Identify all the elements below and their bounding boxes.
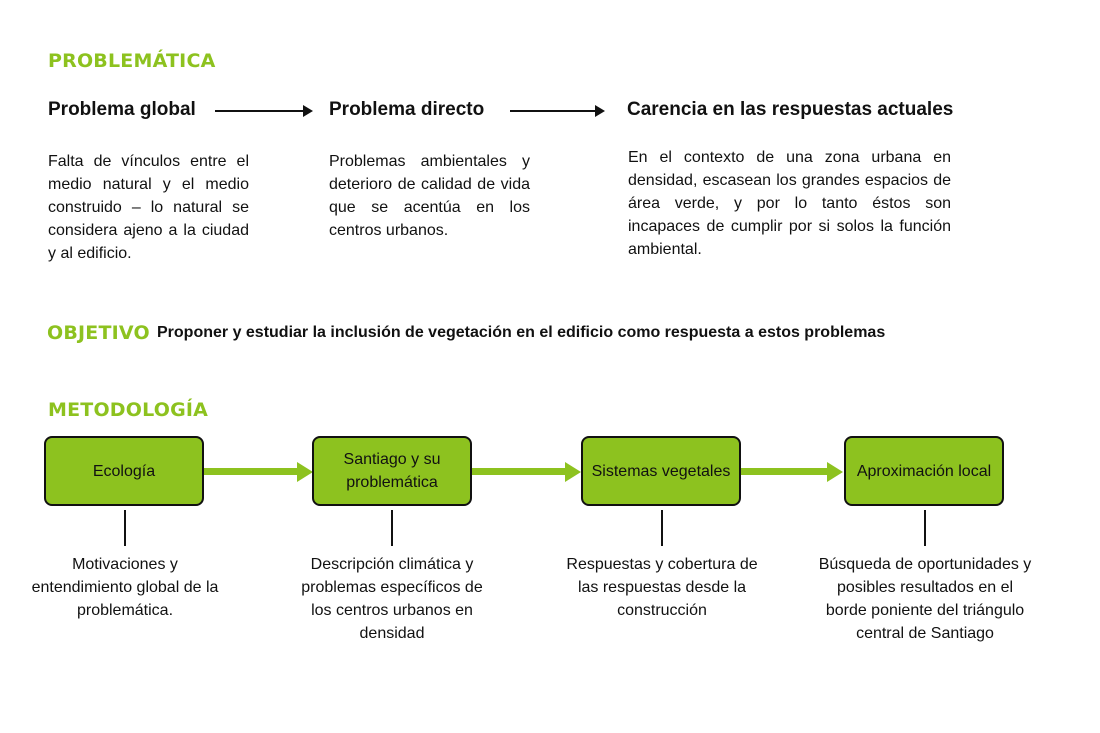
metodologia-title: METODOLOGÍA xyxy=(48,399,209,421)
step-label: Aproximación local xyxy=(856,462,992,480)
problema-directo-text: Problemas ambientales y deterioro de cal… xyxy=(329,153,530,239)
carencia-heading: Carencia en las respuestas actuales xyxy=(627,99,954,120)
step-description-sistemas: Respuestas y cobertura de las respuestas… xyxy=(566,556,758,619)
step-box-santiago: Santiago y su problemática xyxy=(312,436,472,506)
green-arrow-1 xyxy=(204,462,313,482)
connector-4 xyxy=(924,510,926,546)
step-box-ecologia: Ecología xyxy=(44,436,204,506)
step-box-aproximacion: Aproximación local xyxy=(844,436,1004,506)
problema-directo-heading: Problema directo xyxy=(329,99,485,120)
green-arrow-3 xyxy=(741,462,843,482)
problema-global-text: Falta de vínculos entre el medio natural… xyxy=(48,153,249,262)
carencia-text: En el contexto de una zona urbana en den… xyxy=(628,149,951,258)
objetivo-text: Proponer y estudiar la inclusión de vege… xyxy=(157,324,886,341)
step-description-ecologia: Motivaciones y entendimiento global de l… xyxy=(31,556,219,619)
problema-global-heading: Problema global xyxy=(48,99,196,120)
green-arrow-2 xyxy=(472,462,581,482)
connector-1 xyxy=(124,510,126,546)
step-label: Santiago y su problemática xyxy=(343,451,441,491)
arrow-directo-to-carencia xyxy=(510,105,605,117)
step-label: Ecología xyxy=(92,462,156,480)
connector-2 xyxy=(391,510,393,546)
objetivo-title: OBJETIVO xyxy=(47,322,150,344)
step-description-santiago: Descripción climática y problemas especí… xyxy=(301,556,483,642)
step-label: Sistemas vegetales xyxy=(591,462,731,480)
arrow-global-to-directo xyxy=(215,105,313,117)
problematica-title: PROBLEMÁTICA xyxy=(48,50,216,72)
connector-3 xyxy=(661,510,663,546)
step-description-aproximacion: Búsqueda de oportunidades y posibles res… xyxy=(818,556,1032,642)
step-box-sistemas: Sistemas vegetales xyxy=(581,436,741,506)
